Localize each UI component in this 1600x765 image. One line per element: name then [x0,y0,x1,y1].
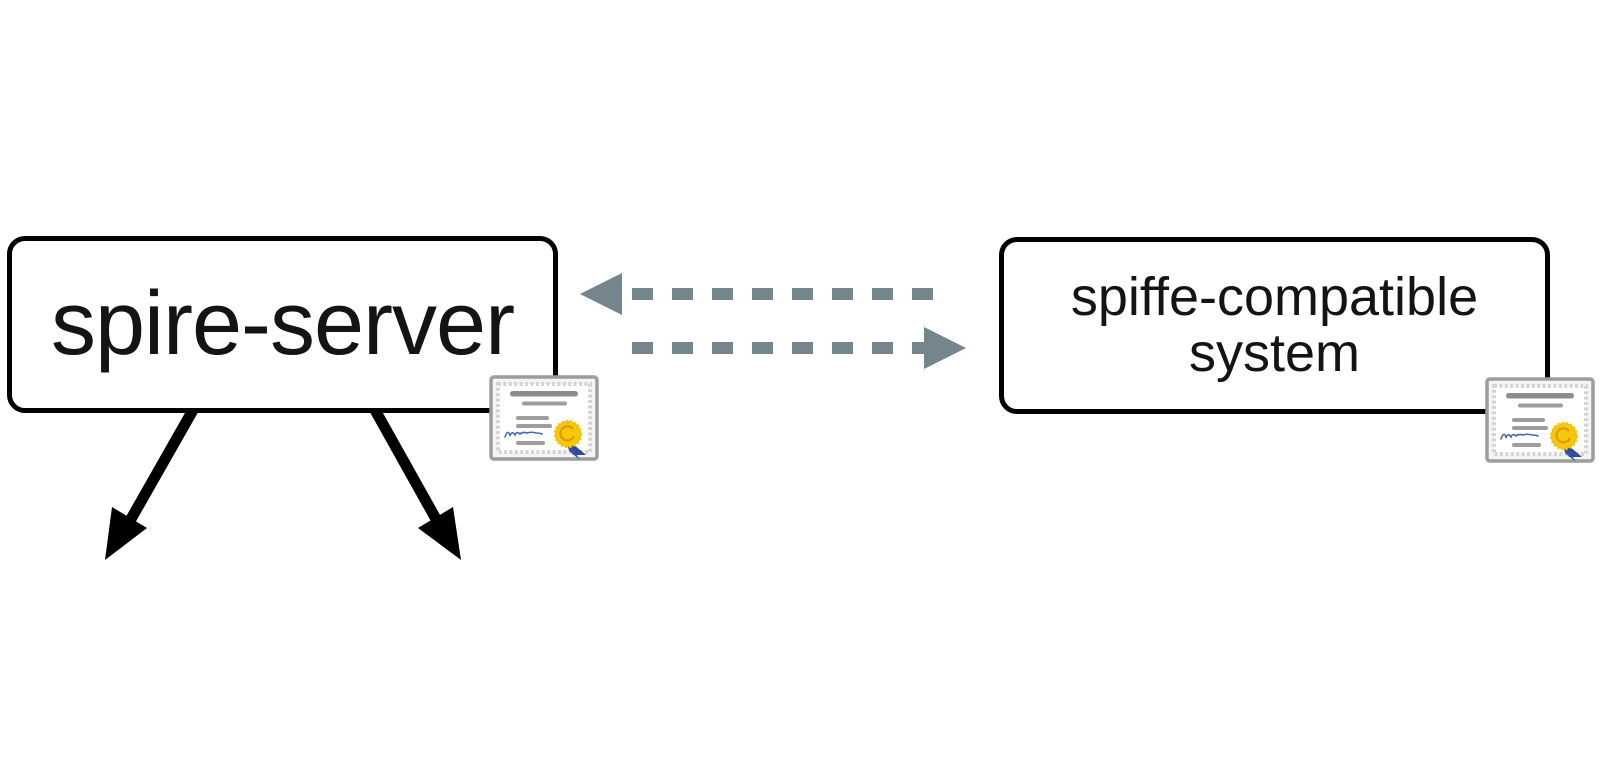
node-spire-server: spire-server [7,236,558,413]
spiffe-system-label-line1: spiffe-compatible [1070,267,1479,328]
arrowhead-left-icon [580,273,622,315]
solid-arrow-down-left [105,407,198,560]
arrowhead-down-left-icon [105,507,147,560]
spiffe-system-label-line2: system [1188,322,1361,383]
spiffe-system-label: spiffe-compatible system [1004,270,1545,380]
certificate-icon [489,375,599,461]
arrowhead-right-icon [924,327,966,369]
solid-arrow-down-right [370,407,461,560]
dashed-arrow-to-right [632,327,966,369]
node-spiffe-compatible-system: spiffe-compatible system [999,237,1550,414]
dashed-arrow-to-left [580,273,933,315]
certificate-icon [1485,377,1595,463]
arrowhead-down-right-icon [418,507,461,560]
spire-server-label: spire-server [50,274,515,374]
